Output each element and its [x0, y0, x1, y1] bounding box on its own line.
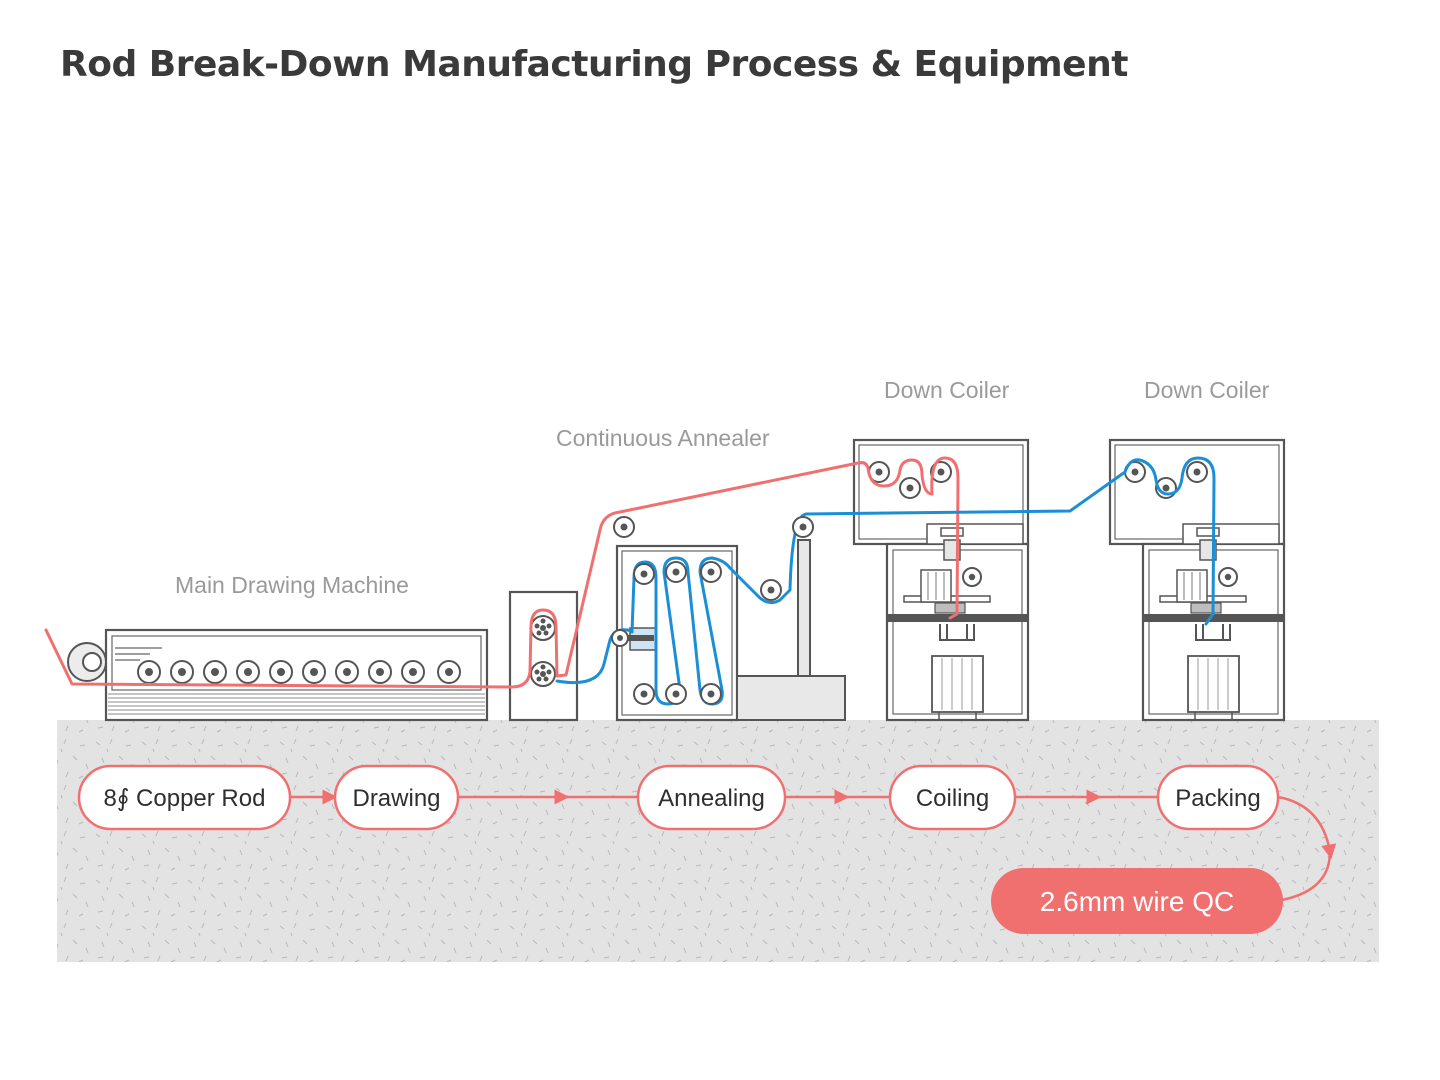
- process-step-drawing: Drawing: [333, 764, 460, 831]
- main-drawing-machine: [67, 628, 489, 722]
- step-label-packing: Packing: [1175, 785, 1260, 812]
- wire-blue-path: [555, 456, 1216, 706]
- process-step-packing: Packing: [1156, 764, 1280, 831]
- annealer-sheaves: [611, 516, 814, 705]
- down-coiler-2: [1108, 438, 1286, 722]
- label-down-coiler-2: Down Coiler: [1144, 377, 1270, 403]
- label-continuous-annealer: Continuous Annealer: [556, 425, 770, 451]
- coiler-forks: [939, 624, 1231, 641]
- process-step-copper-rod: 8∮ Copper Rod: [77, 764, 292, 831]
- step-label-drawing: Drawing: [352, 785, 440, 812]
- step-label-copper-rod: 8∮ Copper Rod: [104, 785, 266, 812]
- label-main-drawing-machine: Main Drawing Machine: [175, 572, 409, 598]
- process-connectors: [290, 789, 1337, 902]
- process-step-annealing: Annealing: [636, 764, 787, 831]
- step-label-coiling: Coiling: [916, 785, 989, 812]
- process-step-coiling: Coiling: [888, 764, 1017, 831]
- down-coiler-1: [852, 438, 1030, 722]
- page-title: Rod Break-Down Manufacturing Process & E…: [60, 44, 1128, 85]
- output-qc-label: 2.6mm wire QC: [1040, 886, 1234, 917]
- wire-red-path: [44, 456, 960, 689]
- output-qc-badge: 2.6mm wire QC: [991, 868, 1283, 934]
- step-label-annealing: Annealing: [658, 785, 765, 812]
- label-down-coiler-1: Down Coiler: [884, 377, 1010, 403]
